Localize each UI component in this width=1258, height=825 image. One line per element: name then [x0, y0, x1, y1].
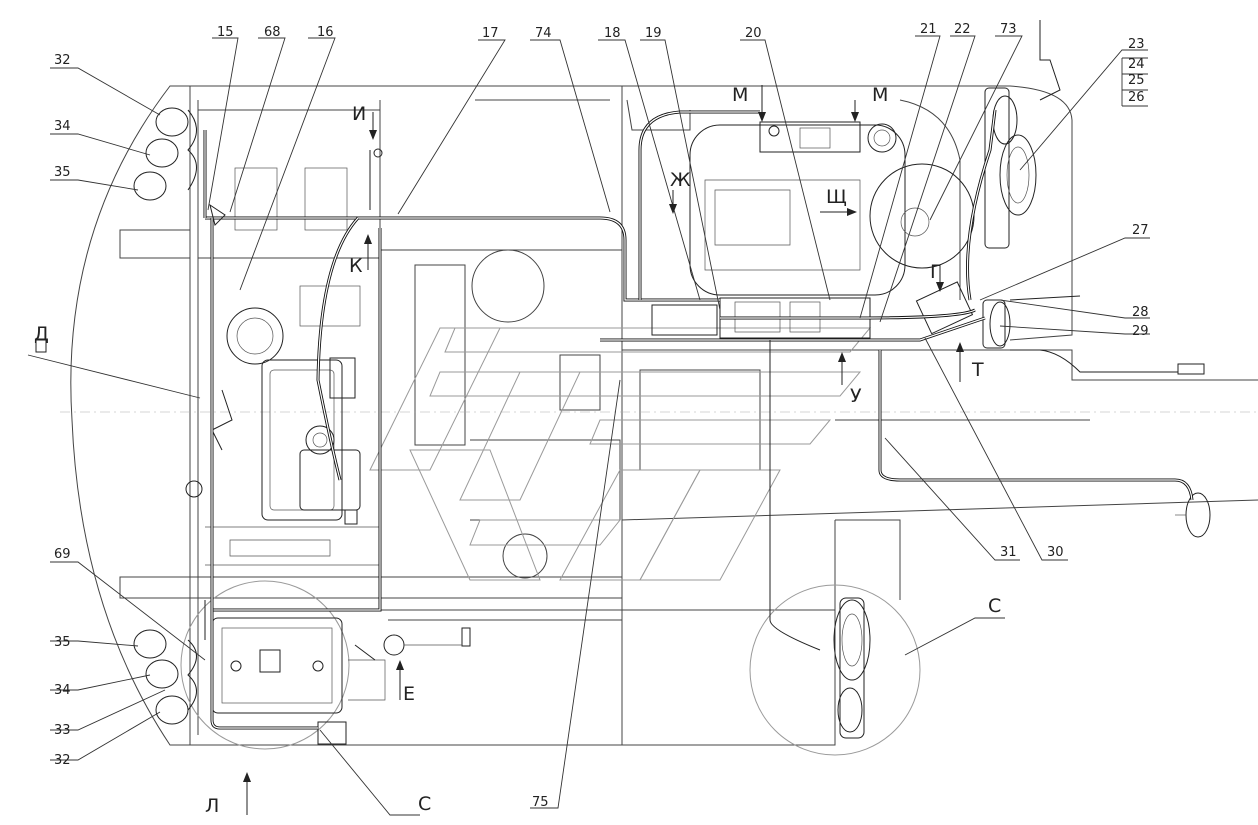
- view-letter-k: К: [349, 255, 363, 277]
- lamps-front-left: [133, 107, 189, 725]
- callout-33: 33: [54, 723, 71, 738]
- cab: [651, 121, 975, 339]
- view-letter-c-right: С: [988, 595, 1001, 617]
- view-letter-m-right: М: [872, 84, 888, 106]
- callout-21: 21: [920, 22, 937, 37]
- callout-34-top: 34: [54, 119, 71, 134]
- view-letter-t: Т: [971, 359, 984, 381]
- callout-35-top: 35: [54, 165, 71, 180]
- view-letter-c-bottom: С: [418, 793, 431, 815]
- callout-75: 75: [532, 795, 549, 810]
- battery-box: [180, 580, 471, 750]
- callout-74: 74: [535, 26, 552, 41]
- view-letter-e: Е: [403, 683, 415, 705]
- view-letter-zh: Ж: [670, 169, 691, 191]
- callout-34-bottom: 34: [54, 683, 71, 698]
- tail-lamp-right: [1175, 363, 1211, 538]
- callout-28: 28: [1132, 305, 1149, 320]
- callout-30: 30: [1047, 545, 1064, 560]
- callout-22: 22: [954, 22, 971, 37]
- callout-29: 29: [1132, 324, 1149, 339]
- watermark-logo: [369, 327, 872, 581]
- callout-labels-left: 32 34 35 69 35 34 33 32: [54, 53, 71, 768]
- callout-24: 24: [1128, 57, 1145, 72]
- callout-31: 31: [1000, 545, 1017, 560]
- view-letter-shch: Щ: [826, 186, 847, 208]
- callout-15: 15: [217, 25, 234, 40]
- callout-32-bottom: 32: [54, 753, 71, 768]
- callout-68: 68: [264, 25, 281, 40]
- callout-32-top: 32: [54, 53, 71, 68]
- callout-20: 20: [745, 26, 762, 41]
- wiring-harness: [187, 109, 1194, 730]
- callout-labels-right: 23 24 25 26 27 28 29: [1128, 37, 1149, 339]
- callout-labels-bottom: 75 31 30: [532, 545, 1064, 810]
- engine: [185, 167, 380, 566]
- callout-labels-top: 15 68 16 17 74 18 19 20 21 22 73: [217, 22, 1017, 41]
- callout-19: 19: [645, 26, 662, 41]
- headlamp-right-top: [984, 20, 1061, 249]
- callout-17: 17: [482, 26, 499, 41]
- view-letter-u: У: [850, 385, 862, 407]
- view-letter-m-left: М: [732, 84, 748, 106]
- headlamp-right-mid: [982, 299, 1011, 349]
- view-arrows: [35, 85, 964, 815]
- view-letter-d: Д: [34, 323, 49, 345]
- callout-18: 18: [604, 26, 621, 41]
- leader-lines: [27, 35, 1150, 816]
- callout-16: 16: [317, 25, 334, 40]
- vehicle-outline: [70, 85, 1258, 746]
- view-letter-l: Л: [205, 795, 219, 817]
- callout-27: 27: [1132, 223, 1149, 238]
- view-letter-labels: М М И К Ж Щ Г Т У Д Е Л С С: [34, 84, 1001, 817]
- callout-35-bottom: 35: [54, 635, 71, 650]
- view-letter-g: Г: [930, 261, 942, 283]
- callout-26: 26: [1128, 90, 1145, 105]
- callout-25: 25: [1128, 73, 1145, 88]
- callout-69: 69: [54, 547, 71, 562]
- callout-23: 23: [1128, 37, 1145, 52]
- detail-circle-c: [749, 584, 921, 756]
- callout-73: 73: [1000, 22, 1017, 37]
- view-letter-i: И: [352, 103, 366, 125]
